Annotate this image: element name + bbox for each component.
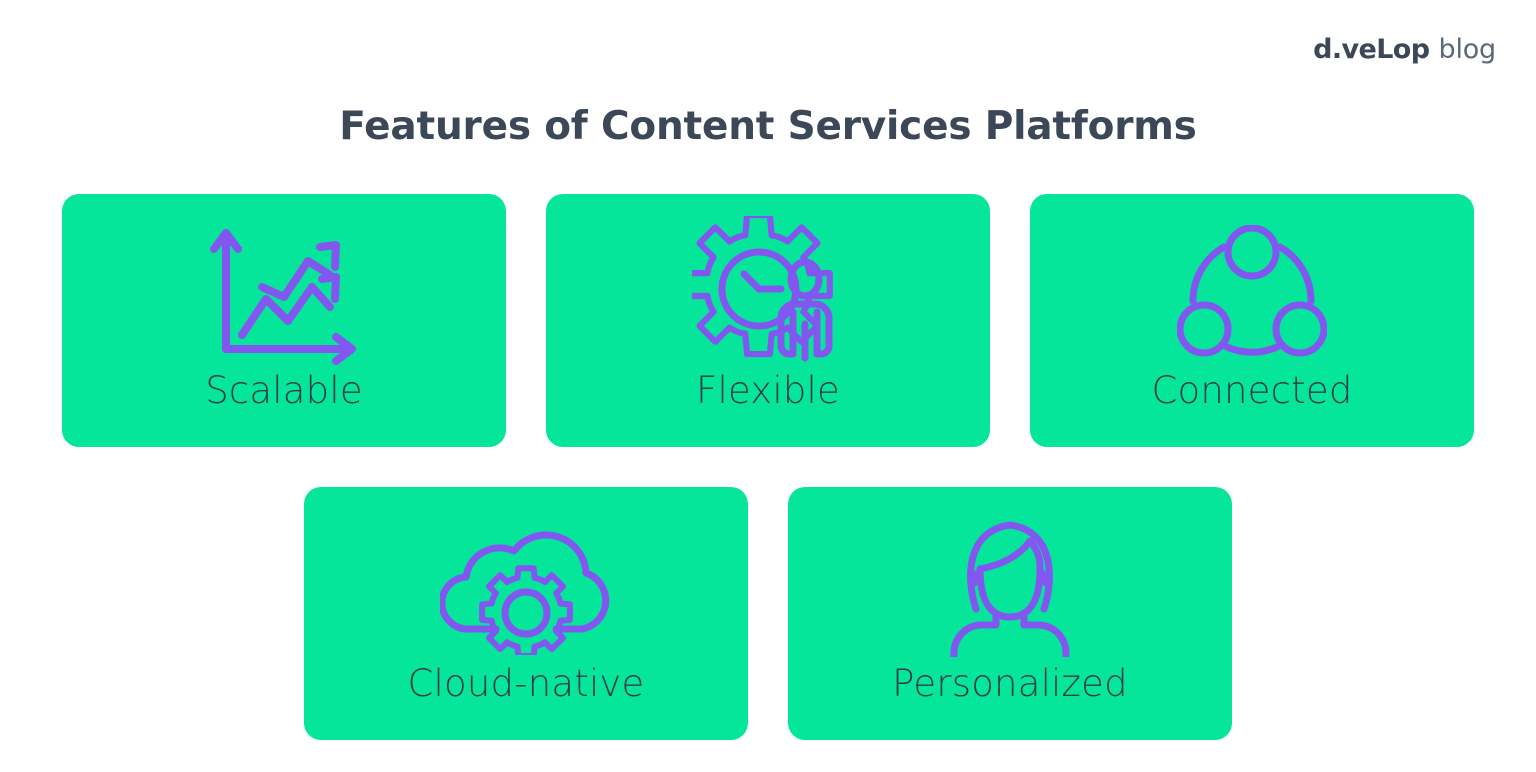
gear-clock-person-icon [692,216,844,368]
feature-card-label: Scalable [205,369,363,412]
feature-card-scalable[interactable]: Scalable [62,194,506,447]
feature-card-cloud-native[interactable]: Cloud-native [304,487,748,740]
brand-subtitle: blog [1438,34,1497,65]
feature-card-label: Flexible [696,369,840,412]
feature-card-label: Connected [1151,369,1353,412]
feature-row-bottom: Cloud-native [62,487,1474,740]
feature-card-personalized[interactable]: Personalized [788,487,1232,740]
cloud-gear-icon [440,509,612,661]
brand-logo: d.veLop blog [1313,36,1496,63]
brand-name: d.veLop [1313,34,1430,65]
feature-card-flexible[interactable]: Flexible [546,194,990,447]
person-avatar-icon [946,509,1074,661]
feature-card-label: Personalized [892,662,1128,705]
feature-row-top: Scalable [62,194,1474,447]
page-title: Features of Content Services Platforms [339,104,1197,149]
feature-card-connected[interactable]: Connected [1030,194,1474,447]
growth-chart-icon [204,216,364,368]
feature-card-grid: Scalable [62,194,1474,740]
feature-card-label: Cloud-native [407,662,645,705]
three-connected-nodes-icon [1177,216,1327,368]
